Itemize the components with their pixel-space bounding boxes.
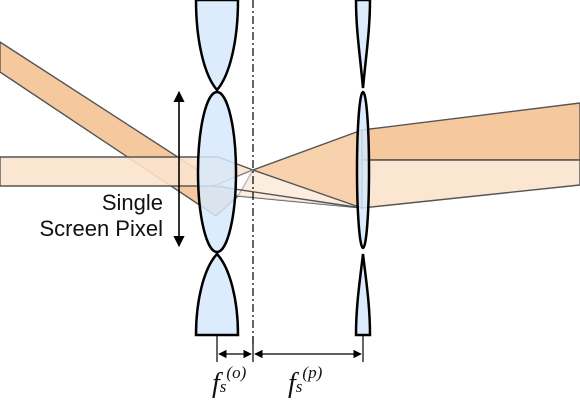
focal-object-sub: s: [219, 377, 227, 396]
output-beam-light: [361, 159, 580, 209]
pixel-label-line2: Screen Pixel: [39, 216, 163, 241]
focal-object-sup: (o): [226, 363, 247, 382]
object-lens-array: [194, 0, 240, 337]
lens-element: [354, 0, 372, 89]
lens-element: [194, 0, 240, 92]
focal-length-object: fs(o): [212, 363, 246, 400]
lens-element: [194, 252, 240, 337]
focal-object-base: f: [212, 368, 220, 399]
focal-dimensions: [216, 336, 364, 362]
pixel-label-line1: Single: [101, 190, 163, 215]
lens-element: [355, 90, 371, 250]
beam-edge-2: [252, 169, 363, 209]
beam-edge: [213, 185, 363, 209]
focal-projection-sup: (p): [302, 363, 323, 382]
output-beam-dark: [361, 102, 580, 161]
pixel-label: Single Screen Pixel: [0, 190, 163, 242]
lens-element: [196, 90, 238, 254]
focal-projection-sub: s: [295, 377, 303, 396]
projection-lens-array: [354, 0, 372, 337]
beam-gap: [214, 170, 362, 208]
focal-length-projection: fs(p): [288, 363, 322, 400]
lens-element: [354, 253, 372, 337]
focal-projection-base: f: [288, 368, 296, 399]
